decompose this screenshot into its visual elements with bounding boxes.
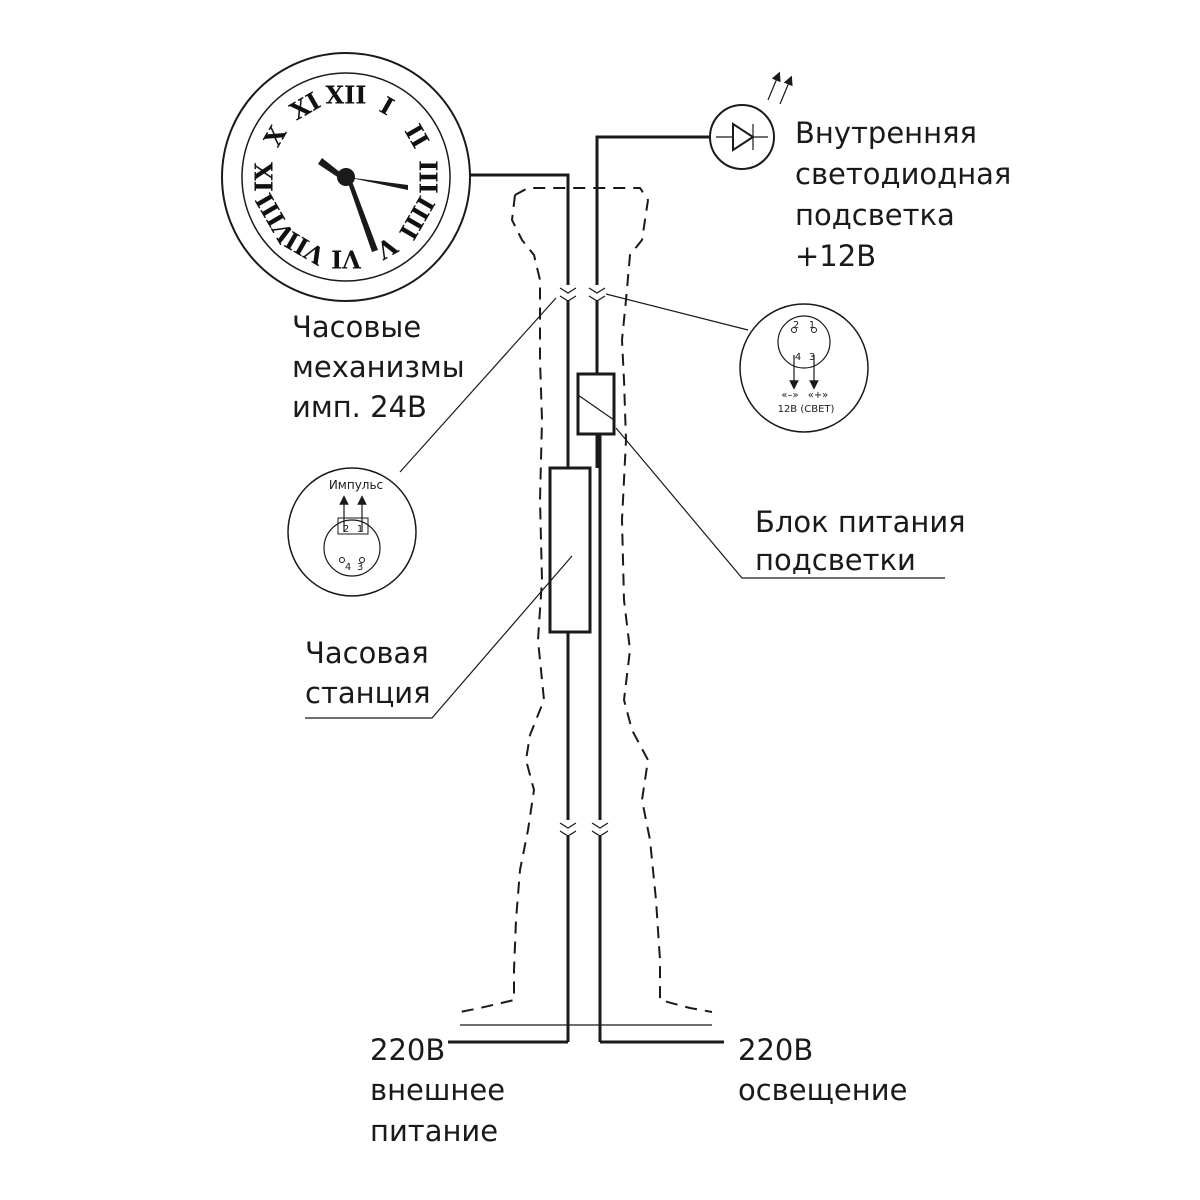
connector-right-pin-4: 4 — [795, 352, 801, 363]
connector-left-pin-2: 2 — [343, 524, 349, 535]
clock-wire — [448, 173, 570, 1044]
clock-mech-label-3: имп. 24В — [292, 390, 427, 424]
connector-left-icon — [287, 467, 417, 597]
psu-leader-inner — [577, 394, 615, 421]
led-wire — [595, 135, 724, 1044]
clock-numeral: IX — [250, 162, 279, 192]
clock-numeral: III — [414, 160, 443, 194]
power-left-label-2: внешнее — [370, 1073, 505, 1107]
power-right-label-2: освещение — [738, 1073, 907, 1107]
connector-right-caption: 12В (СВЕТ) — [778, 404, 835, 415]
connector-right-minus: «–» — [781, 390, 798, 401]
psu-label-1: Блок питания — [755, 505, 966, 539]
led-label-2: светодиодная — [795, 157, 1011, 191]
clock-mech-label-2: механизмы — [292, 350, 465, 384]
led-label-1: Внутренняя — [795, 116, 977, 150]
clock-hands — [318, 158, 408, 252]
connector-left-title: Импульс — [329, 478, 383, 492]
leader-lines — [305, 293, 945, 719]
clock-numeral: XII — [325, 81, 366, 110]
led-label-4: +12В — [795, 239, 876, 273]
connector-left-pin-3: 3 — [357, 562, 363, 573]
pillar-outline — [459, 187, 713, 1026]
connector-left-pin-4: 4 — [345, 562, 351, 573]
power-left-label-3: питание — [370, 1114, 498, 1148]
led-label-3: подсветка — [795, 198, 955, 232]
connector-right-pin-1: 1 — [809, 320, 815, 331]
power-right-label-1: 220В — [738, 1033, 813, 1067]
connector-left-pin-1: 1 — [357, 524, 363, 535]
psu-label-2: подсветки — [755, 543, 916, 577]
connector-right-pin-2: 2 — [793, 320, 799, 331]
psu-box — [576, 372, 616, 436]
connector-right-plus: «+» — [808, 390, 829, 401]
clock-numeral: VI — [331, 245, 362, 274]
power-left-label-1: 220В — [370, 1033, 445, 1067]
connector-right-pin-3: 3 — [809, 352, 815, 363]
led-diode-icon — [709, 71, 793, 170]
station-label-1: Часовая — [305, 636, 429, 670]
clock-mech-label-1: Часовые — [292, 310, 421, 344]
connector-right-icon — [739, 303, 869, 433]
wire-break-icon — [559, 287, 609, 837]
station-label-2: станция — [305, 676, 431, 710]
station-box — [548, 466, 592, 634]
